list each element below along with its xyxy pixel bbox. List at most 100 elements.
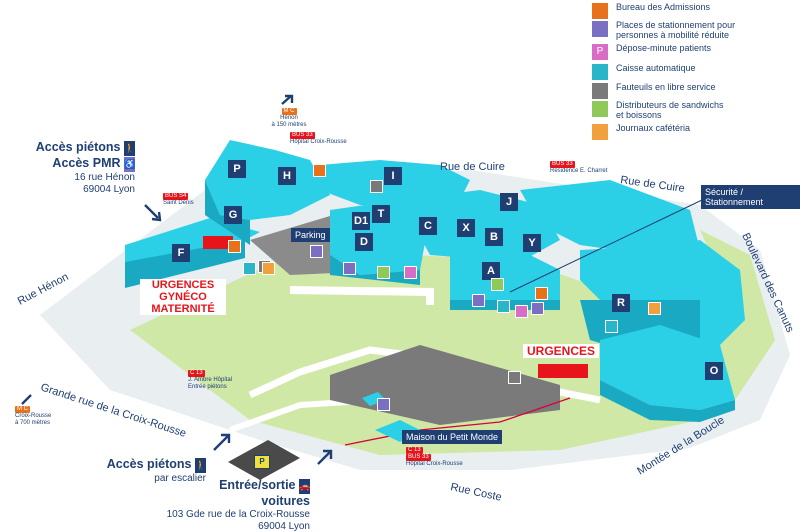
legend-item: Bureau des Admissions	[592, 2, 798, 22]
saint-denis-block: BUS S4 Saint Denis	[163, 193, 223, 207]
legend-item-label: Journaux cafétéria	[616, 123, 691, 133]
payment-kiosk-icon	[243, 262, 256, 275]
sandwich-machine-icon	[377, 266, 390, 279]
wheelchair-icon	[508, 371, 521, 384]
legend-item: Places de stationnement pour personnes à…	[592, 20, 798, 40]
ambre-stop-line1: J. Ambre Hôpital	[188, 377, 233, 383]
building-d[interactable]: D	[355, 233, 373, 251]
pedestrian-icon: 🚶	[195, 458, 206, 473]
car-icon: 🚗	[299, 479, 310, 494]
car-access-title-1: Entrée/sortie	[219, 478, 296, 492]
legend-item-label: Distributeurs de sandwichs et boissons	[616, 100, 724, 120]
building-b[interactable]: B	[485, 228, 503, 246]
urgences-label: URGENCES	[523, 344, 600, 358]
parking-label[interactable]: Parking	[291, 228, 330, 242]
legend-item: Journaux cafétéria	[592, 123, 798, 143]
legend-item-label: Fauteuils en libre service	[616, 82, 716, 92]
cafeteria-icon	[592, 124, 608, 140]
disabled-parking-icon	[343, 262, 356, 275]
bus-tag: BUS 33	[406, 454, 431, 461]
building-i[interactable]: I	[384, 167, 402, 185]
car-address-line1: 103 Gde rue de la Croix-Rousse	[166, 509, 310, 520]
bus-tag: C 13	[188, 370, 205, 377]
admissions-icon	[592, 3, 608, 19]
sandwich-machine-icon	[592, 101, 608, 117]
pedestrian-icon: 🚶	[124, 141, 135, 156]
dropoff-icon	[515, 305, 528, 318]
building-r[interactable]: R	[612, 294, 630, 312]
disabled-parking-icon	[592, 21, 608, 37]
wheelchair-icon	[370, 180, 383, 193]
urgences-gyneco-line2: GYNÉCO	[159, 291, 207, 303]
payment-kiosk-icon	[605, 320, 618, 333]
bus33-top-stop: Hôpital Croix-Rousse	[290, 139, 347, 145]
car-route	[344, 397, 571, 446]
building-j[interactable]: J	[500, 193, 518, 211]
disabled-parking-icon	[531, 302, 544, 315]
building-y[interactable]: Y	[523, 234, 541, 252]
legend-item-label: Caisse automatique	[616, 63, 696, 73]
building-f[interactable]: F	[172, 244, 190, 262]
building-a[interactable]: A	[482, 262, 500, 280]
urgences-building	[538, 364, 588, 378]
metro-line-tag: M C	[281, 108, 297, 115]
legend-item: Caisse automatique	[592, 63, 798, 83]
urgences-gyneco-line3: MATERNITÉ	[151, 303, 215, 315]
sandwich-machine-icon	[491, 278, 504, 291]
building-c[interactable]: C	[419, 217, 437, 235]
bottom-stop-name: Hôpital Croix-Rousse	[406, 461, 463, 467]
car-access-block: Entrée/sortie 🚗 voitures 103 Gde rue de …	[140, 478, 311, 532]
bus-tag: BUS 33	[290, 132, 315, 139]
admissions-icon	[313, 164, 326, 177]
building-x[interactable]: X	[457, 219, 475, 237]
pedestrian-path-3	[289, 286, 434, 305]
ambre-stop-line2: Entrée piétons	[188, 384, 227, 390]
arrow-icon	[21, 94, 333, 465]
pedestrian-access-title: Accès piétons	[35, 140, 121, 154]
metro-line-tag: M C	[15, 406, 30, 413]
building-g[interactable]: G	[224, 206, 242, 224]
cafeteria-icon	[648, 302, 661, 315]
car-address-line2: 69004 Lyon	[258, 521, 310, 532]
building-t[interactable]: T	[372, 205, 390, 223]
street-cuire-top: Rue de Cuire	[440, 161, 505, 173]
building-p[interactable]: P	[228, 160, 246, 178]
legend-item-label: Bureau des Admissions	[616, 2, 711, 12]
dropoff-icon: P	[592, 44, 608, 60]
bus-tag: BUS 33	[550, 161, 575, 168]
stairs-access-title: Accès piétons	[106, 457, 192, 471]
disabled-parking-icon	[472, 294, 485, 307]
saint-denis-stop: Saint Denis	[163, 200, 194, 206]
payment-kiosk-icon	[592, 64, 608, 80]
legend-item: Distributeurs de sandwichs et boissons	[592, 100, 798, 120]
urgences-gyneco-line1: URGENCES	[151, 279, 215, 291]
car-access-title-2: voitures	[261, 494, 310, 508]
legend-item: P Dépose-minute patients	[592, 43, 798, 63]
bus-tag: BUS S4	[163, 193, 189, 200]
bus33-top-block: BUS 33 Hôpital Croix-Rousse	[290, 132, 370, 146]
building-d1[interactable]: D1	[352, 212, 371, 230]
croix-rousse-distance: à 700 mètres	[15, 420, 51, 426]
securite-label[interactable]: Sécurité / Stationnement	[701, 185, 800, 209]
cafeteria-icon	[262, 262, 275, 275]
croix-rousse-metro-block: M C Croix-Rousse à 700 mètres	[15, 406, 75, 427]
urgences-gyneco-building	[203, 236, 233, 249]
legend-item-label: Dépose-minute patients	[616, 43, 712, 53]
building-o[interactable]: O	[705, 362, 723, 380]
maison-label[interactable]: Maison du Petit Monde	[402, 430, 503, 444]
ambre-stop-block: C 13 J. Ambre Hôpital Entrée piétons	[188, 370, 258, 391]
bus33-right-stop: Résidence E. Charret	[550, 168, 608, 174]
urgences-gyneco-label: URGENCES GYNÉCO MATERNITÉ	[140, 279, 226, 315]
building-h[interactable]: H	[278, 167, 296, 185]
disabled-parking-icon	[377, 398, 390, 411]
pedestrian-address-line2: 69004 Lyon	[83, 184, 135, 195]
bus33-right-block: BUS 33 Résidence E. Charret	[550, 161, 630, 175]
wheelchair-icon	[592, 83, 608, 99]
dropoff-icon	[404, 266, 417, 279]
pedestrian-access-block: Accès piétons 🚶 Accès PMR ♿ 16 rue Hénon…	[20, 140, 135, 196]
payment-kiosk-icon	[497, 300, 510, 313]
parking-sign-icon: P	[254, 455, 270, 469]
legend-item-label: Places de stationnement pour personnes à…	[616, 20, 736, 40]
